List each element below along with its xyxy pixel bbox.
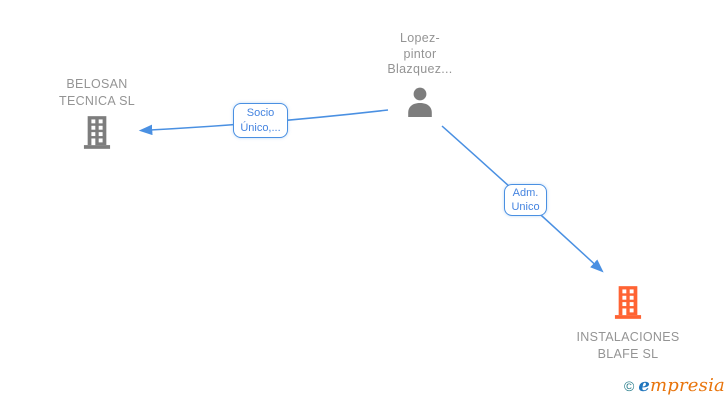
edge-label-line: Adm. — [512, 186, 539, 199]
building-icon — [83, 116, 111, 154]
node-lopez-pintor-blazquez[interactable]: Lopez- pintor Blazquez... — [360, 31, 480, 122]
brand-rest: mpresia — [650, 375, 725, 396]
node-label: BELOSAN TECNICA SL — [59, 76, 135, 109]
node-label-line: BLAFE SL — [597, 346, 659, 361]
node-label-line: TECNICA SL — [59, 93, 135, 108]
node-belosan-tecnica[interactable]: BELOSAN TECNICA SL — [37, 76, 157, 154]
node-instalaciones-blafe[interactable]: INSTALACIONES BLAFE SL — [563, 286, 693, 362]
node-label-line: pintor — [403, 46, 437, 61]
node-label: Lopez- pintor Blazquez... — [387, 31, 452, 78]
node-label-line: BELOSAN — [66, 77, 128, 91]
node-label-line: Lopez- — [399, 31, 441, 45]
node-label-line: Blazquez... — [387, 62, 453, 76]
edge-label-adm-unico[interactable]: Adm. Unico — [504, 184, 547, 216]
brand-letter-e: e — [638, 375, 651, 396]
person-icon — [405, 87, 435, 122]
empresia-logo[interactable]: © empresia — [624, 375, 725, 396]
copyright-icon: © — [624, 378, 635, 394]
node-label: INSTALACIONES BLAFE SL — [577, 329, 680, 362]
node-label-line: INSTALACIONES — [576, 330, 680, 344]
edge-label-socio-unico[interactable]: Socio Único,... — [233, 103, 288, 138]
edge-label-line: Socio — [246, 107, 275, 119]
edge-label-line: Único,... — [240, 121, 281, 134]
brand-wordmark: empresia — [638, 375, 725, 396]
building-icon — [614, 286, 642, 324]
edge-label-line: Unico — [511, 201, 540, 213]
